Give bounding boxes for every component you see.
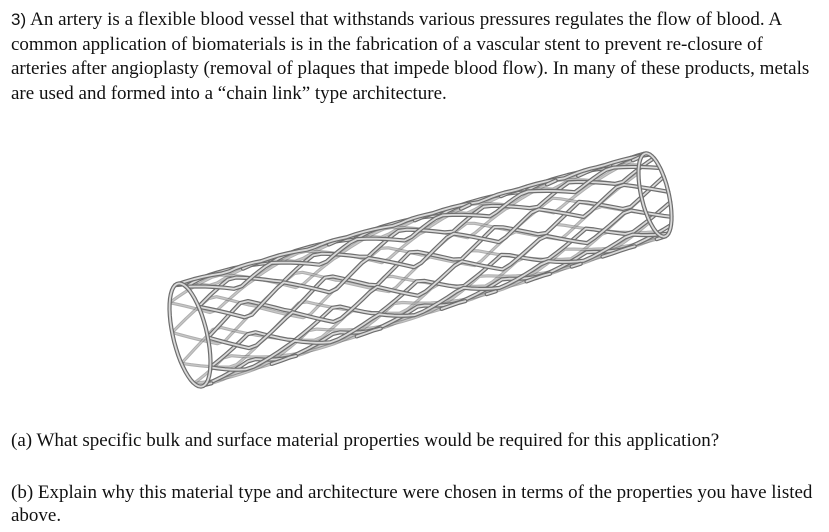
stent-figure — [150, 130, 700, 400]
stent-illustration-icon — [167, 151, 674, 389]
stent-strut — [197, 184, 670, 319]
stent-strut — [570, 262, 582, 268]
stent-strut — [355, 327, 382, 338]
stent-strut — [207, 175, 665, 339]
stent-strut — [209, 201, 672, 369]
stent-strut — [174, 153, 651, 287]
stent-strut — [270, 355, 297, 365]
stent-strut — [440, 300, 467, 310]
stent-strut-shadow — [196, 156, 656, 309]
stent-end-ring — [168, 282, 212, 388]
stent-strut — [207, 209, 673, 349]
stent-strut — [197, 157, 655, 308]
stent-strut-shadow — [170, 171, 641, 335]
stent-strut — [485, 290, 497, 295]
stent-strut — [525, 272, 551, 283]
stent-strut — [546, 179, 557, 186]
stent-strut — [601, 245, 636, 258]
stent-strut — [193, 293, 488, 384]
stent-strut — [180, 197, 643, 364]
question-part-a: (a) What specific bulk and surface mater… — [11, 430, 720, 451]
stent-strut — [460, 203, 471, 210]
stent-strut — [169, 180, 641, 314]
stent-strut — [185, 166, 661, 290]
question-intro-text: An artery is a flexible blood vessel tha… — [11, 9, 810, 104]
question-intro: 3)An artery is a flexible blood vessel t… — [11, 8, 823, 106]
stent-strut — [209, 232, 670, 371]
stent-end-ring — [637, 152, 673, 238]
question-part-b: (b) Explain why this material type and a… — [11, 482, 813, 526]
question-number: 3) — [11, 10, 27, 29]
stent-strut — [171, 172, 640, 334]
